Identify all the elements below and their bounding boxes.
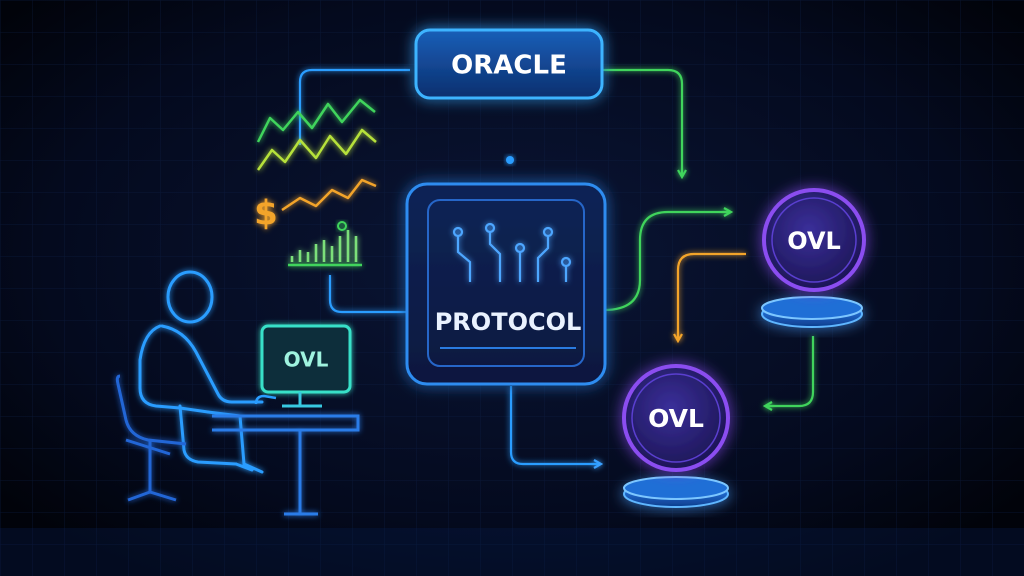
- protocol-node: PROTOCOL: [405, 182, 607, 386]
- line-chart-icon: [256, 98, 377, 212]
- oracle-node: ORACLE: [414, 28, 604, 100]
- chair-icon: [115, 374, 187, 502]
- chip-circuit-icon: [452, 222, 572, 282]
- arrow-protocol-to-token-bottom: [509, 386, 600, 464]
- token-bottom: OVL: [622, 364, 730, 508]
- token-top-label: OVL: [787, 227, 841, 255]
- floor-glow: [0, 528, 1024, 576]
- bar-chart-icon: [288, 230, 362, 267]
- chart-point: [337, 221, 347, 231]
- coin-icon: [622, 364, 730, 472]
- oracle-label: ORACLE: [451, 51, 567, 81]
- arrow-token-top-to-bottom: [678, 252, 746, 340]
- arrow-oracle-to-token: [603, 68, 682, 176]
- coin-icon: [762, 188, 866, 292]
- token-bottom-label: OVL: [648, 404, 704, 433]
- person-icon: [138, 270, 264, 474]
- protocol-label: PROTOCOL: [435, 308, 582, 336]
- laptop-icon: OVL: [254, 324, 352, 408]
- connector-chart-to-oracle: [298, 68, 410, 145]
- token-top: OVL: [761, 188, 866, 328]
- arrow-protocol-to-token-top: [603, 212, 730, 312]
- dollar-icon: $: [254, 194, 278, 234]
- connector-node: [506, 156, 514, 164]
- arrow-token-return: [766, 336, 815, 406]
- desk-icon: [212, 414, 360, 516]
- laptop-screen-label: OVL: [284, 348, 329, 372]
- connector-user-to-protocol: [328, 275, 407, 314]
